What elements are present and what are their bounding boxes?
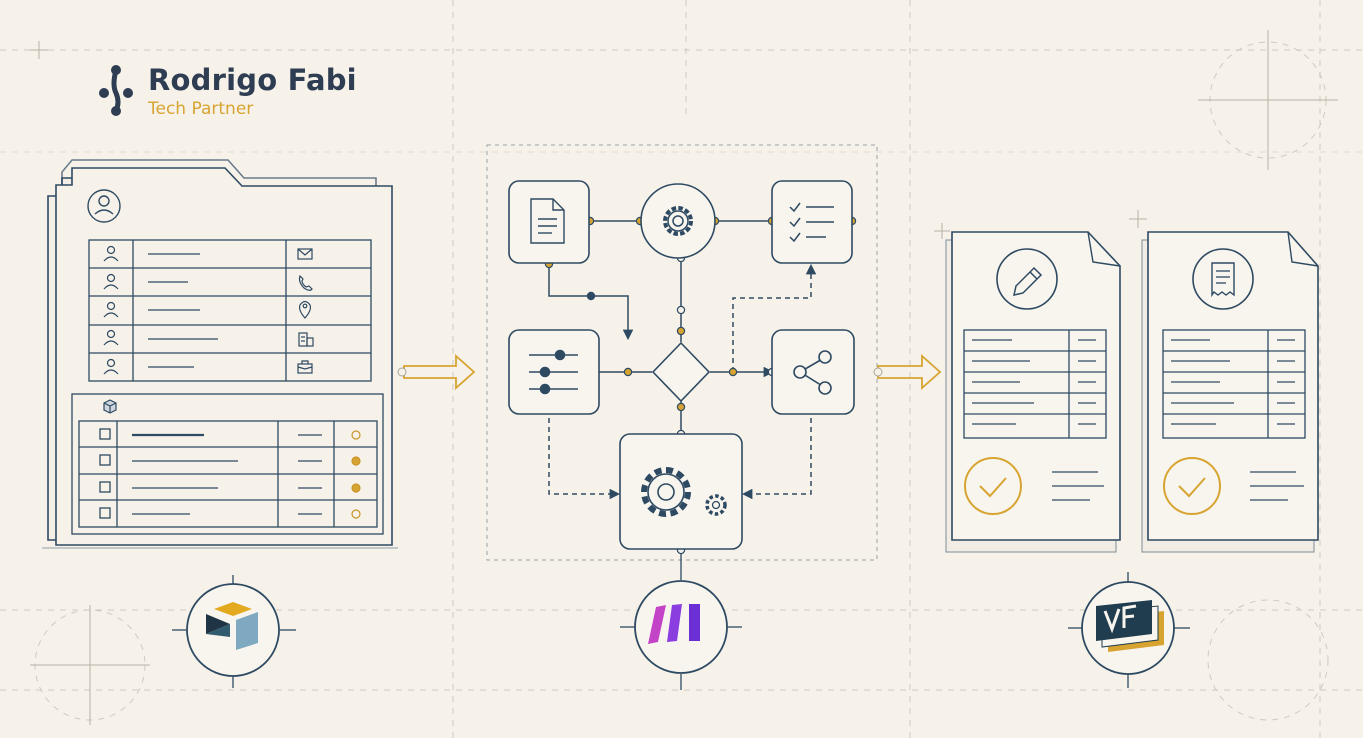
brand-block: Rodrigo Fabi Tech Partner	[98, 60, 357, 124]
avatar-icon	[87, 189, 121, 223]
document-icon	[530, 198, 565, 244]
gear-node	[640, 183, 716, 259]
make-logo-icon	[620, 553, 742, 690]
check-icon	[1163, 457, 1221, 515]
check-icon	[964, 457, 1022, 515]
brand-name: Rodrigo Fabi	[148, 63, 357, 97]
document-card-pencil	[945, 231, 1121, 553]
person-icon	[103, 301, 119, 318]
records-panel	[71, 393, 384, 535]
arrow-to-automation	[397, 353, 476, 391]
status-dot-icon	[351, 456, 361, 466]
checklist-node	[771, 180, 853, 264]
location-pin-icon	[298, 300, 312, 319]
gears-icon	[641, 467, 727, 517]
pencil-icon	[996, 248, 1058, 310]
vf-logo-icon	[1068, 572, 1190, 688]
sliders-icon	[529, 349, 578, 395]
mail-icon	[297, 248, 313, 260]
database-folder-icon	[42, 159, 398, 549]
building-icon	[298, 332, 314, 347]
status-dot-icon	[351, 509, 361, 519]
briefcase-icon	[297, 360, 313, 374]
document-node	[508, 180, 590, 264]
checkbox-icon	[99, 481, 111, 493]
gears-node	[619, 433, 743, 550]
document-card-receipt	[1141, 231, 1319, 553]
share-node	[771, 329, 855, 415]
cube-icon	[103, 399, 117, 414]
person-icon	[103, 273, 119, 290]
airtable-logo-icon	[172, 575, 296, 688]
person-icon	[103, 329, 119, 346]
checkbox-icon	[99, 454, 111, 466]
sliders-node	[508, 329, 600, 415]
gear-icon	[663, 206, 693, 236]
checkbox-icon	[99, 428, 111, 440]
checklist-icon	[789, 202, 834, 243]
decision-diamond-icon	[651, 341, 711, 403]
receipt-icon	[1192, 248, 1254, 310]
workflow-frame	[486, 144, 878, 561]
status-dot-icon	[351, 483, 361, 493]
molecule-logo-icon	[99, 65, 133, 116]
person-icon	[103, 358, 119, 375]
arrow-to-documents	[873, 353, 942, 391]
phone-icon	[298, 274, 313, 291]
person-icon	[103, 245, 119, 262]
brand-tagline: Tech Partner	[148, 99, 254, 119]
status-dot-icon	[351, 430, 361, 440]
checkbox-icon	[99, 507, 111, 519]
share-icon	[793, 350, 832, 395]
contact-table	[88, 239, 372, 382]
